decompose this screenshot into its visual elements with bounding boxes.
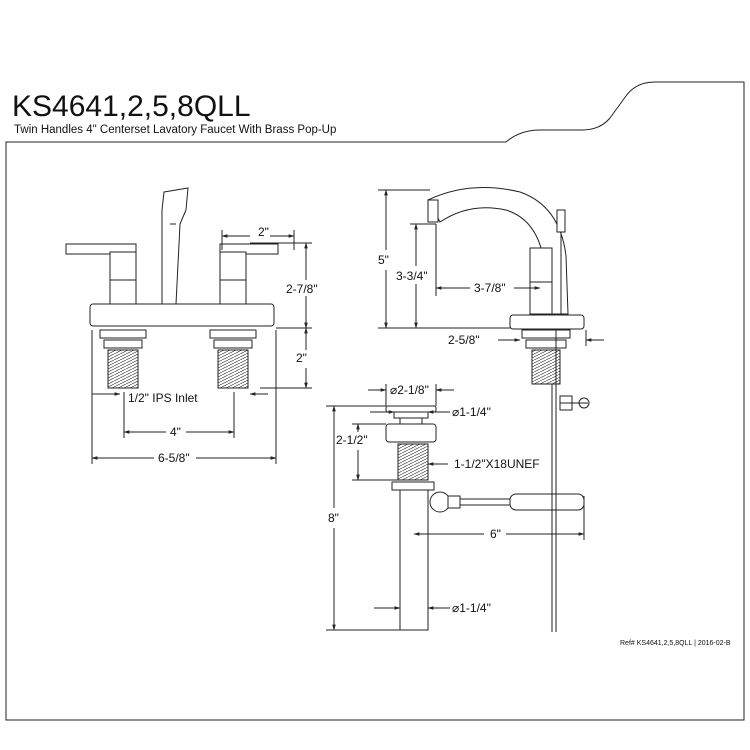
dim-center: 4"	[170, 425, 181, 439]
reference-number: Ref# KS4641,2,5,8QLL | 2016-02-B	[620, 640, 731, 647]
dim-spout-height: 3-3/4"	[396, 269, 428, 283]
dim-total-height: 5"	[378, 253, 389, 267]
dim-shank-length: 2"	[296, 351, 307, 365]
dim-spout-reach: 3-7/8"	[474, 281, 506, 295]
label-thread: 1-1/2"X18UNEF	[454, 457, 540, 471]
dim-width: 6-5/8"	[158, 451, 190, 465]
dim-total-length: 8"	[328, 511, 339, 525]
dim-body-height: 2-1/2"	[336, 433, 368, 447]
front-view: 2" 2-7/8" 2" 1/2" IPS Inlet 4" 6-5/8"	[65, 187, 318, 465]
dim-handle-spacing: 2"	[258, 225, 269, 239]
dim-rod-length: 6"	[490, 527, 501, 541]
dim-front-height: 2-7/8"	[286, 282, 318, 296]
dim-base: 2-5/8"	[448, 333, 480, 347]
dim-flange-diameter: ⌀2-1/8"	[390, 383, 429, 397]
label-inlet: 1/2" IPS Inlet	[128, 391, 198, 405]
page-subtitle: Twin Handles 4" Centerset Lavatory Fauce…	[14, 124, 336, 136]
popup-drain-view: ⌀2-1/8" ⌀1-1/4" 2-1/2" 1-1/2"X18UNEF 8" …	[326, 383, 590, 632]
tab-border	[5, 81, 745, 721]
side-view: 5" 3-3/4" 3-7/8" 2-5/8"	[378, 187, 604, 394]
dim-tail-diameter-top: ⌀1-1/4"	[452, 405, 491, 419]
dim-tail-diameter-bottom: ⌀1-1/4"	[452, 601, 491, 615]
page-title: KS4641,2,5,8QLL	[12, 90, 251, 123]
